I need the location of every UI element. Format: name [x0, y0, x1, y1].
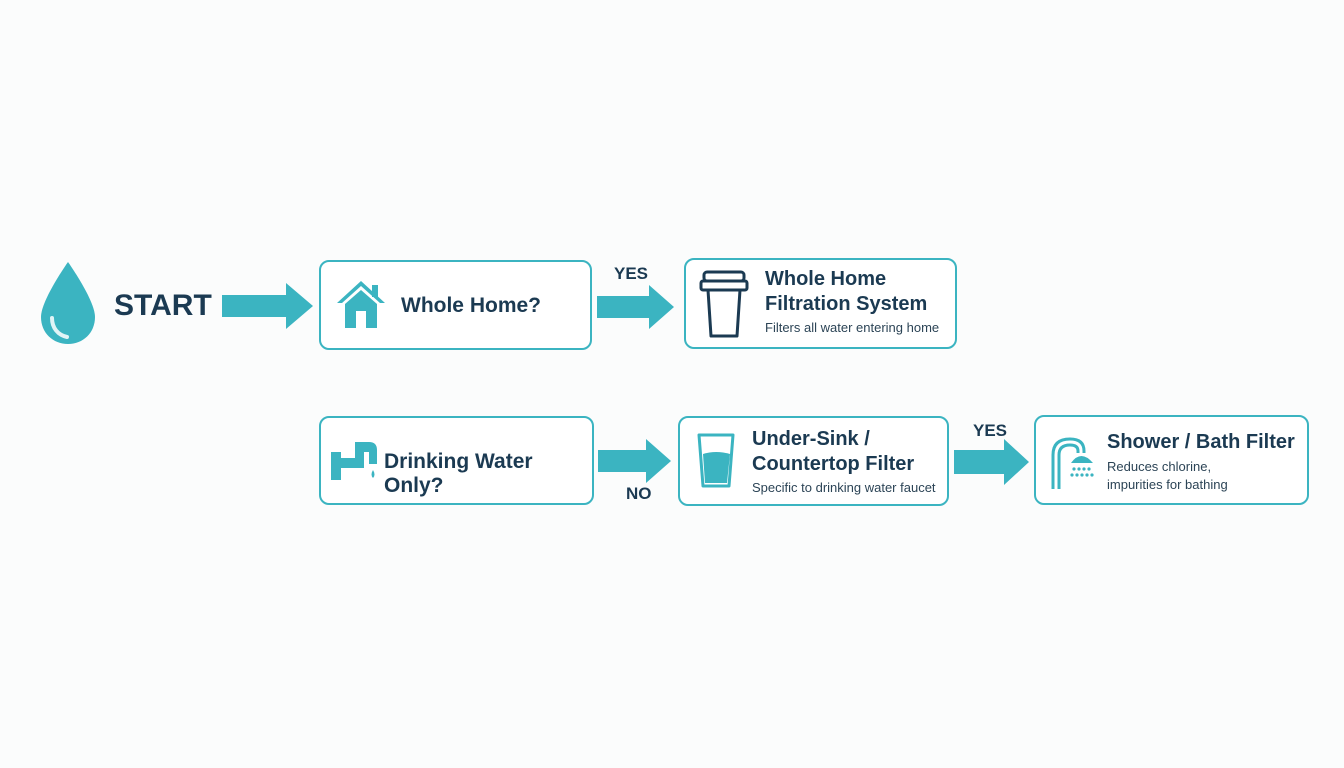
whole-home-system-title-line1: Whole Home — [765, 268, 887, 290]
arrow-no-to-under-sink — [598, 438, 672, 484]
whole-home-system-desc: Filters all water entering home — [765, 320, 940, 335]
shower-filter-desc-line1: Reduces chlorine, — [1107, 459, 1212, 474]
water-drop-icon — [38, 260, 98, 346]
shower-filter-desc-line2: impurities for bathing — [1107, 477, 1228, 492]
house-icon — [335, 279, 387, 331]
yes-label-1: YES — [614, 264, 649, 283]
shower-bath-filter-box: Shower / Bath Filter Reduces chlorine, i… — [1034, 415, 1309, 505]
whole-home-question-box: Whole Home? — [319, 260, 592, 350]
under-sink-title-line1: Under-Sink / — [752, 428, 870, 450]
shower-head-icon — [1048, 433, 1102, 491]
arrow-yes-to-shower-filter — [954, 438, 1030, 486]
whole-home-filtration-box: Whole Home Filtration System Filters all… — [684, 258, 957, 349]
under-sink-countertop-box: Under-Sink / Countertop Filter Specific … — [678, 416, 949, 506]
no-label: NO — [626, 484, 652, 503]
whole-home-question-text: Whole Home? — [401, 294, 541, 317]
arrow-yes-to-whole-home-system — [597, 284, 675, 330]
drinking-water-question-text: Drinking Water Only? — [384, 450, 533, 497]
faucet-icon — [329, 438, 381, 488]
whole-home-system-title-line2: Filtration System — [765, 293, 928, 315]
water-glass-icon — [696, 432, 736, 490]
shower-filter-title: Shower / Bath Filter — [1107, 431, 1295, 453]
arrow-start-to-whole-home — [222, 282, 314, 330]
under-sink-title-line2: Countertop Filter — [752, 453, 915, 475]
filter-cartridge-icon — [698, 269, 750, 341]
start-label: START — [114, 289, 212, 322]
yes-label-2: YES — [973, 421, 1008, 440]
under-sink-desc: Specific to drinking water faucet — [752, 480, 936, 495]
drinking-water-question-box: Drinking Water Only? — [319, 416, 594, 505]
